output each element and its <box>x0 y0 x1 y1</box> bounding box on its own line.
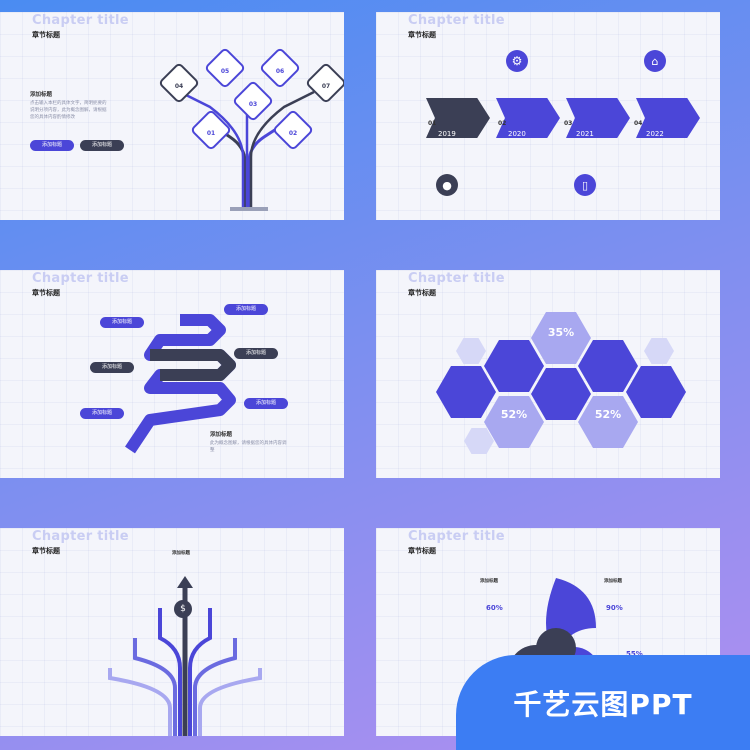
hex-6[interactable] <box>626 366 686 418</box>
slide-timeline[interactable]: Chapter title 章节标题 01 2019 02 2020 03 20… <box>376 12 720 220</box>
home-icon: ⌂ <box>644 50 666 72</box>
hex-2[interactable] <box>484 340 544 392</box>
percent-90: 90% <box>606 604 623 612</box>
step-3-year: 2021 <box>576 130 594 138</box>
percent-60: 60% <box>486 604 503 612</box>
chevron-step-3[interactable] <box>566 98 630 138</box>
user-icon: ● <box>436 174 458 196</box>
brand-text: 千艺云图PPT <box>513 687 693 721</box>
hex-3[interactable] <box>578 340 638 392</box>
percent-55: 55% <box>626 650 643 658</box>
body-text: 点击输入本栏的具体文字，简明扼要的说明分项内容，此为概念图解，请根据您的具体内容… <box>30 101 107 120</box>
label-left: 添加标题 <box>480 579 498 584</box>
arrow-tree-graphic <box>108 576 262 736</box>
chapter-subtitle: 章节标题 <box>408 547 436 555</box>
hex-4[interactable] <box>436 366 496 418</box>
top-label: 添加标题 <box>172 551 190 556</box>
chapter-title: Chapter title <box>32 529 129 544</box>
chapter-title: Chapter title <box>408 529 505 544</box>
button-1[interactable]: 添加标题 <box>30 140 74 151</box>
slide-arrow-tree[interactable]: Chapter title 章节标题 添加标题 $ <box>0 528 344 736</box>
step-4-num: 04 <box>634 120 643 127</box>
chapter-subtitle: 章节标题 <box>32 289 60 297</box>
slide-tree[interactable]: Chapter title 章节标题 添加标题 点击输入本栏的具体文字，简明扼要… <box>0 12 344 220</box>
chapter-subtitle: 章节标题 <box>32 31 60 39</box>
dollar-icon: $ <box>174 600 192 618</box>
step-1-num: 01 <box>428 120 437 127</box>
slide-hexagons[interactable]: Chapter title 章节标题 35% 52% 52% <box>376 270 720 478</box>
settings-icon: ⚙ <box>506 50 528 72</box>
stairs-graphic <box>125 314 236 454</box>
step-2-num: 02 <box>498 120 507 127</box>
stair-label-6: 添加标题 <box>244 398 288 409</box>
hex-deco-2 <box>644 338 674 364</box>
tree-branches <box>179 90 315 211</box>
hex-deco-1 <box>456 338 486 364</box>
hex-deco-3 <box>464 428 494 454</box>
hex-5[interactable] <box>531 368 591 420</box>
chapter-subtitle: 章节标题 <box>32 547 60 555</box>
body-text: 此为概念图解，请根据您的具体内容调整 <box>210 441 287 453</box>
button-2[interactable]: 添加标题 <box>80 140 124 151</box>
chapter-title: Chapter title <box>32 271 129 286</box>
brand-banner: 千艺云图PPT <box>456 655 750 750</box>
chevron-step-4[interactable] <box>636 98 700 138</box>
slide-stairs[interactable]: Chapter title 章节标题 添加标题 添加标题 添加标题 添加标题 添… <box>0 270 344 478</box>
step-4-year: 2022 <box>646 130 664 138</box>
stair-label-3: 添加标题 <box>90 362 134 373</box>
hex-top[interactable]: 35% <box>531 312 591 364</box>
step-3-num: 03 <box>564 120 573 127</box>
heading: 添加标题 <box>30 92 53 98</box>
heading: 添加标题 <box>210 432 233 438</box>
stair-label-1: 添加标题 <box>100 317 144 328</box>
chevron-step-1[interactable] <box>426 98 490 138</box>
chapter-title: Chapter title <box>408 271 505 286</box>
chapter-title: Chapter title <box>32 13 129 28</box>
label-right: 添加标题 <box>604 579 622 584</box>
phone-icon: ▯ <box>574 174 596 196</box>
chapter-title: Chapter title <box>408 13 505 28</box>
stair-label-4: 添加标题 <box>234 348 278 359</box>
chapter-subtitle: 章节标题 <box>408 31 436 39</box>
step-1-year: 2019 <box>438 130 456 138</box>
stair-label-5: 添加标题 <box>80 408 124 419</box>
step-2-year: 2020 <box>508 130 526 138</box>
hex-8[interactable]: 52% <box>578 396 638 448</box>
chapter-subtitle: 章节标题 <box>408 289 436 297</box>
chevron-step-2[interactable] <box>496 98 560 138</box>
stair-label-2: 添加标题 <box>224 304 268 315</box>
